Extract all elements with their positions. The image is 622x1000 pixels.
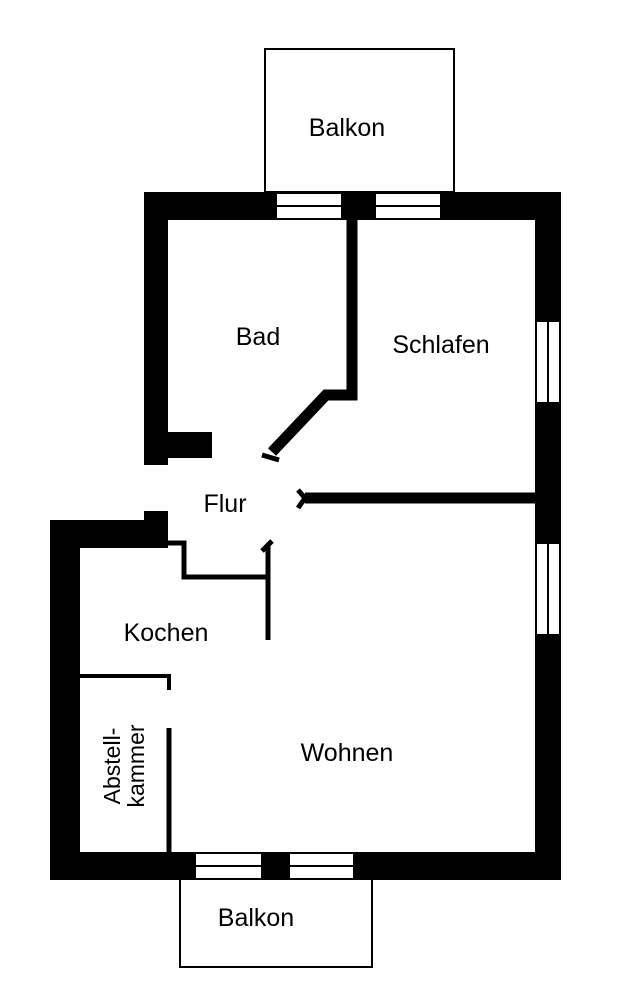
room-label-wohnen: Wohnen	[301, 739, 394, 767]
room-label-flur: Flur	[203, 490, 246, 518]
abstellkammer-line2: kammer	[123, 724, 149, 807]
abstellkammer-line1: Abstell-	[99, 728, 125, 805]
room-label-abstellkammer: Abstell- kammer	[99, 724, 149, 807]
outer-walls	[50, 192, 561, 880]
room-label-balkon-top: Balkon	[309, 114, 385, 142]
room-label-bad: Bad	[236, 323, 280, 351]
interior-walls	[80, 218, 537, 853]
room-label-schlafen: Schlafen	[392, 331, 489, 359]
windows	[194, 192, 561, 880]
room-label-kochen: Kochen	[124, 619, 209, 647]
room-label-balkon-bottom: Balkon	[218, 904, 294, 932]
